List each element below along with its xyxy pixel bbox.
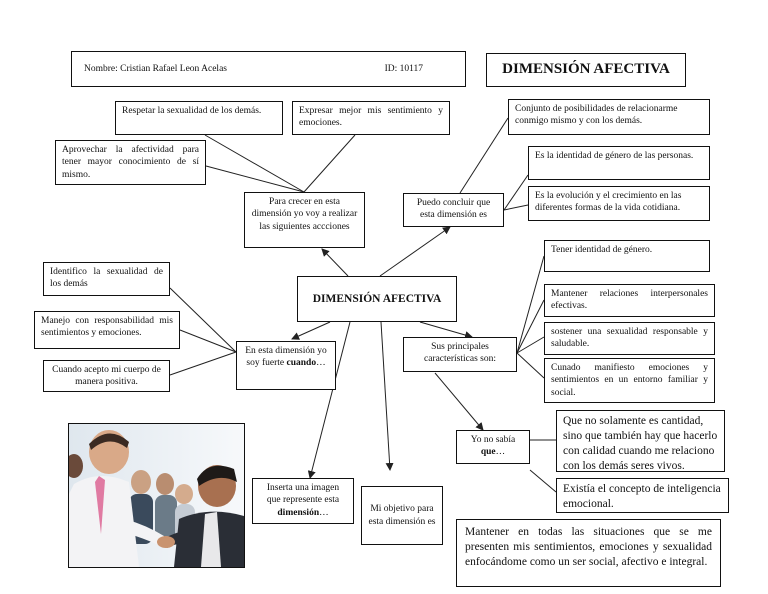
objective-text: Mantener en todas las situaciones que se… — [456, 519, 721, 587]
central-title: DIMENSIÓN AFECTIVA — [312, 292, 442, 305]
strong-prompt: En esta dimensión yo soy fuerte cuando… — [236, 341, 336, 390]
arrow-center-to-strong — [291, 321, 331, 340]
arrow-center-to-conclude — [379, 226, 451, 277]
image-prompt: Inserta una imagen que represente esta d… — [252, 478, 354, 524]
conclude-item-1: Conjunto de posibilidades de relacionarm… — [508, 99, 710, 135]
strong-item-3: Cuando acepto mi cuerpo de manera positi… — [43, 360, 170, 392]
header-title: DIMENSIÓN AFECTIVA — [486, 53, 686, 87]
grow-action-2: Expresar mejor mis sentimiento y emocion… — [292, 101, 450, 135]
conclude-item-3: Es la evolución y el crecimiento en las … — [528, 186, 710, 221]
arrow-center-to-grow — [321, 248, 349, 277]
arrow-characteristics-to-didnt-know — [434, 372, 484, 431]
handshake-photo — [68, 423, 245, 568]
strong-item-1: Identifico la sexualidad de los demás — [43, 262, 170, 296]
didnt-know-item-2: Existía el concepto de inteligencia emoc… — [556, 478, 729, 513]
image-prompt-ellipsis: … — [319, 507, 329, 518]
arrow-center-to-characteristics — [419, 321, 473, 339]
image-prompt-bold: dimensión — [277, 507, 320, 518]
characteristic-3: sostener una sexualidad responsable y sa… — [544, 322, 715, 355]
strong-prompt-text: En esta dimensión yo soy fuerte — [245, 346, 327, 369]
grow-prompt: Para crecer en esta dimensión yo voy a r… — [244, 192, 365, 248]
strong-prompt-ellipsis: … — [316, 358, 326, 369]
arrow-center-to-objective — [380, 321, 394, 471]
student-name: Nombre: Cristian Rafael Leon Acelas — [84, 63, 227, 74]
image-prompt-text: Inserta una imagen que represente esta — [266, 483, 340, 506]
objective-prompt: Mi objetivo para esta dimensión es — [361, 486, 443, 545]
name-id-box: Nombre: Cristian Rafael Leon Acelas ID: … — [71, 51, 466, 87]
handshake-photo-illustration — [69, 424, 244, 567]
grow-action-1: Respetar la sexualidad de los demás. — [115, 101, 283, 135]
characteristic-4: Cunado manifiesto emociones y sentimient… — [544, 358, 715, 403]
didnt-know-ellipsis: … — [495, 447, 506, 458]
didnt-know-text: Yo no sabía — [470, 435, 516, 445]
strong-item-2: Manejo con responsabilidad mis sentimien… — [34, 311, 180, 349]
header-title-text: DIMENSIÓN AFECTIVA — [502, 61, 670, 78]
student-id: ID: 10117 — [384, 63, 423, 74]
characteristic-2: Mantener relaciones interpersonales efec… — [544, 284, 715, 317]
grow-action-3: Aprovechar la afectividad para tener may… — [55, 140, 206, 185]
characteristic-1: Tener identidad de género. — [544, 240, 710, 272]
characteristics-prompt: Sus principales características son: — [403, 337, 517, 372]
strong-prompt-bold: cuando — [286, 358, 317, 369]
didnt-know-item-1: Que no solamente es cantidad, sino que t… — [556, 410, 725, 472]
didnt-know-prompt: Yo no sabía que… — [456, 430, 530, 464]
central-node: DIMENSIÓN AFECTIVA — [297, 276, 457, 322]
conclude-item-2: Es la identidad de género de las persona… — [528, 146, 710, 180]
arrow-center-to-image — [307, 321, 351, 479]
conclude-prompt: Puedo concluir que esta dimensión es — [403, 193, 504, 227]
didnt-know-bold: que — [480, 447, 496, 458]
